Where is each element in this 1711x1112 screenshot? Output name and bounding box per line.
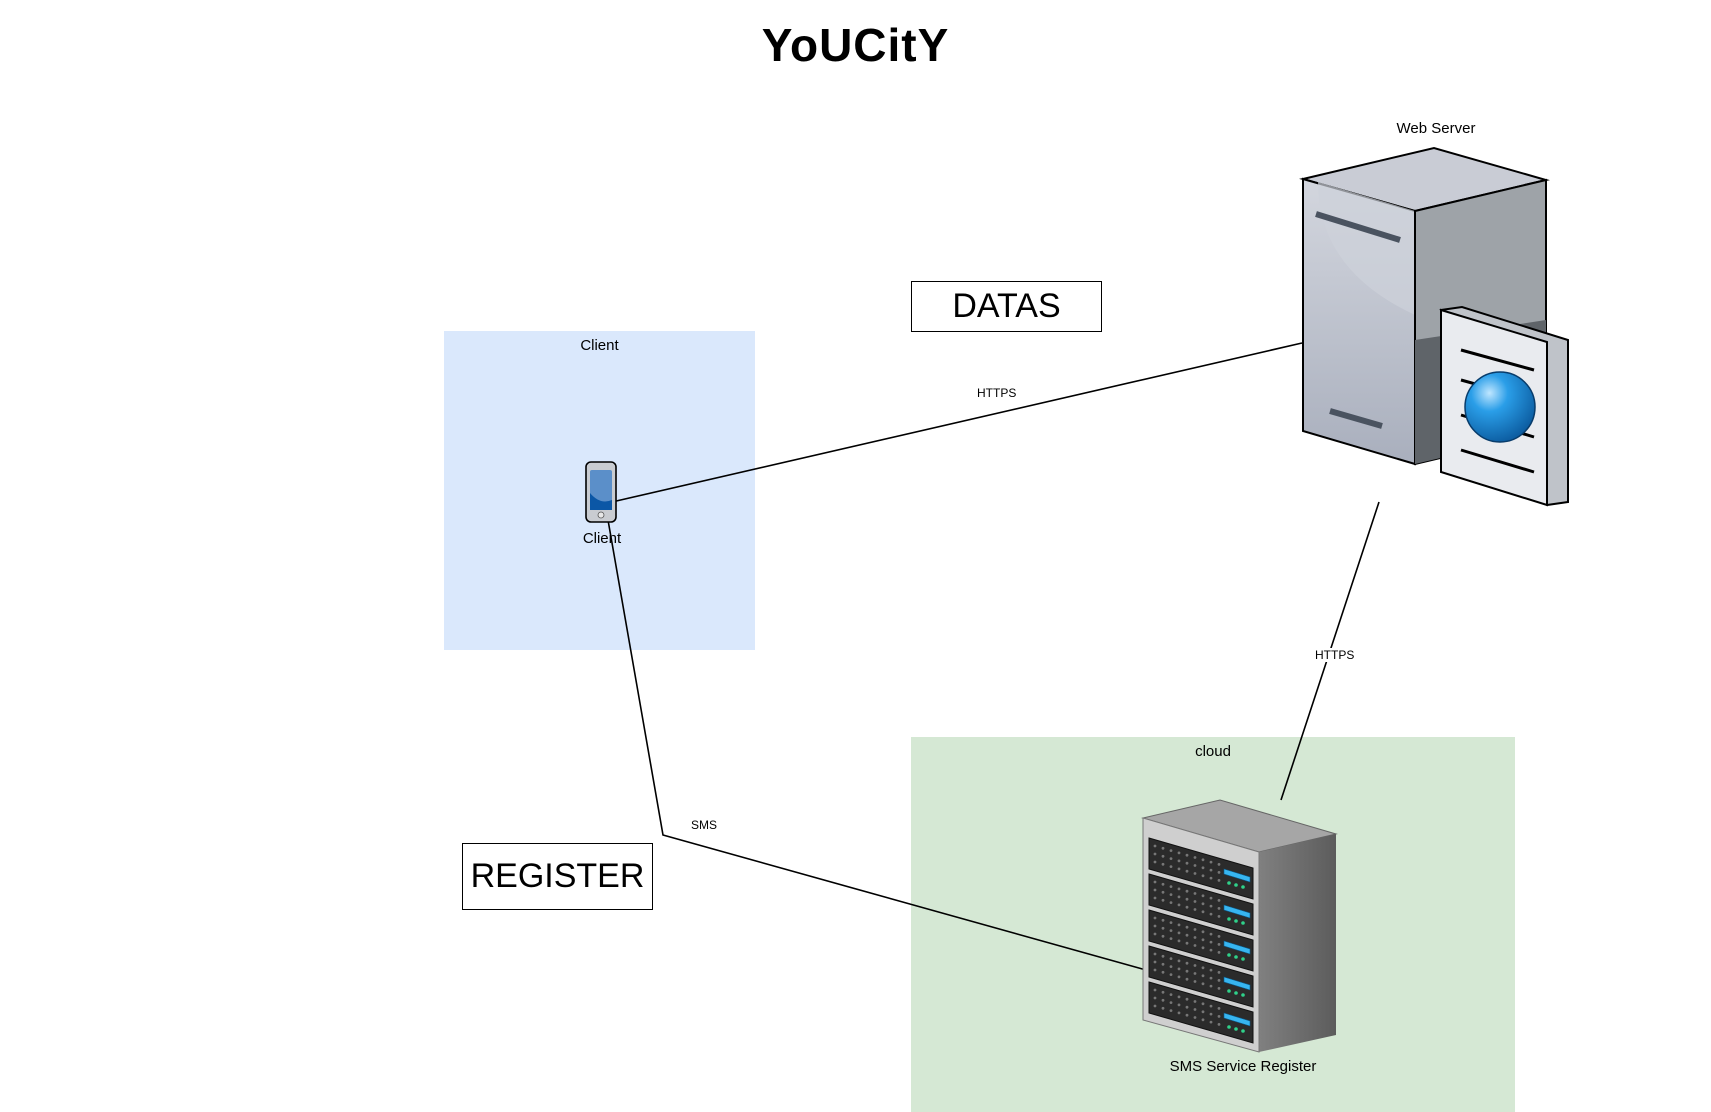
sms-server-label: SMS Service Register bbox=[1169, 1058, 1317, 1075]
edge-phone-sms bbox=[607, 519, 1147, 971]
phone-label: Client bbox=[582, 530, 622, 547]
edge-label-web-sms: HTTPS bbox=[1314, 648, 1356, 662]
edge-phone-web bbox=[611, 342, 1303, 503]
register-box: REGISTER bbox=[462, 843, 653, 910]
diagram-title: YoUCitY bbox=[761, 19, 950, 71]
cloud-group-label: cloud bbox=[1195, 743, 1231, 760]
datas-box: DATAS bbox=[911, 281, 1102, 332]
web-server-label: Web Server bbox=[1396, 120, 1476, 137]
edge-label-phone-sms: SMS bbox=[690, 818, 719, 832]
client-group-label: Client bbox=[580, 337, 619, 354]
edge-label-phone-web: HTTPS bbox=[976, 386, 1018, 400]
